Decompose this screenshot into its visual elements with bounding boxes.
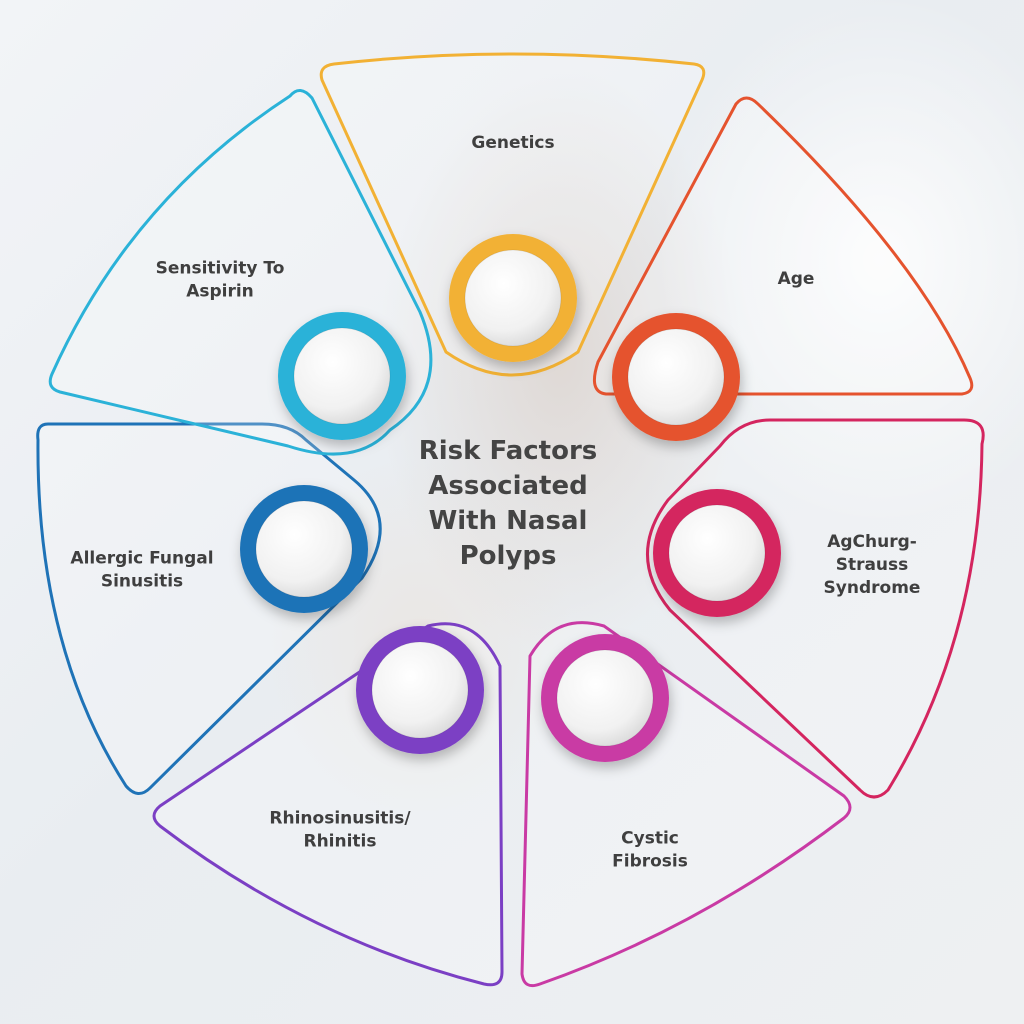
segment-label-line: Rhinitis [303, 832, 376, 852]
segment-node-icon [356, 626, 484, 754]
segment-node-icon [240, 485, 368, 613]
segment-label-line: Fibrosis [612, 852, 688, 872]
segment-label-line: Aspirin [186, 282, 254, 302]
segment-age: Age [592, 96, 974, 441]
segment-label-line: Sinusitis [101, 572, 183, 592]
segment-label: Age [778, 269, 815, 289]
segment-label-line: Sensitivity To [156, 259, 285, 279]
segment-node-icon [541, 634, 669, 762]
segment-label-line: AgChurg- [827, 532, 917, 552]
node-disc [464, 249, 562, 347]
segment-node-icon [653, 489, 781, 617]
segment-label-line: Age [778, 269, 815, 289]
segment-label-line: Allergic Fungal [70, 549, 213, 569]
segment-label-line: Syndrome [824, 578, 921, 598]
segment-label: Genetics [471, 133, 554, 153]
segment-rhinosinusitis: Rhinosinusitis/Rhinitis [152, 622, 504, 987]
node-disc [255, 500, 353, 598]
center-title-line: Polyps [460, 541, 557, 571]
segment-label-line: Strauss [836, 555, 909, 575]
center-title-line: Risk Factors [419, 436, 598, 466]
node-disc [668, 504, 766, 602]
segment-node-icon [449, 234, 577, 362]
segment-label: Sensitivity To Aspirin [156, 259, 285, 302]
node-disc [293, 327, 391, 425]
center-title-line: Associated [428, 471, 587, 501]
segment-outline [319, 52, 706, 377]
segment-label: Rhinosinusitis/Rhinitis [269, 809, 411, 852]
node-disc [627, 328, 725, 426]
segment-label-line: Rhinosinusitis/ [269, 809, 411, 829]
segment-node-icon [612, 313, 740, 441]
segment-aspirin: Sensitivity To Aspirin [48, 89, 433, 456]
segment-genetics: Genetics [319, 52, 706, 377]
segment-node-icon [278, 312, 406, 440]
segment-label-line: Cystic [621, 829, 679, 849]
center-title-line: With Nasal [429, 506, 588, 536]
segment-label-line: Genetics [471, 133, 554, 153]
node-disc [371, 641, 469, 739]
node-disc [556, 649, 654, 747]
